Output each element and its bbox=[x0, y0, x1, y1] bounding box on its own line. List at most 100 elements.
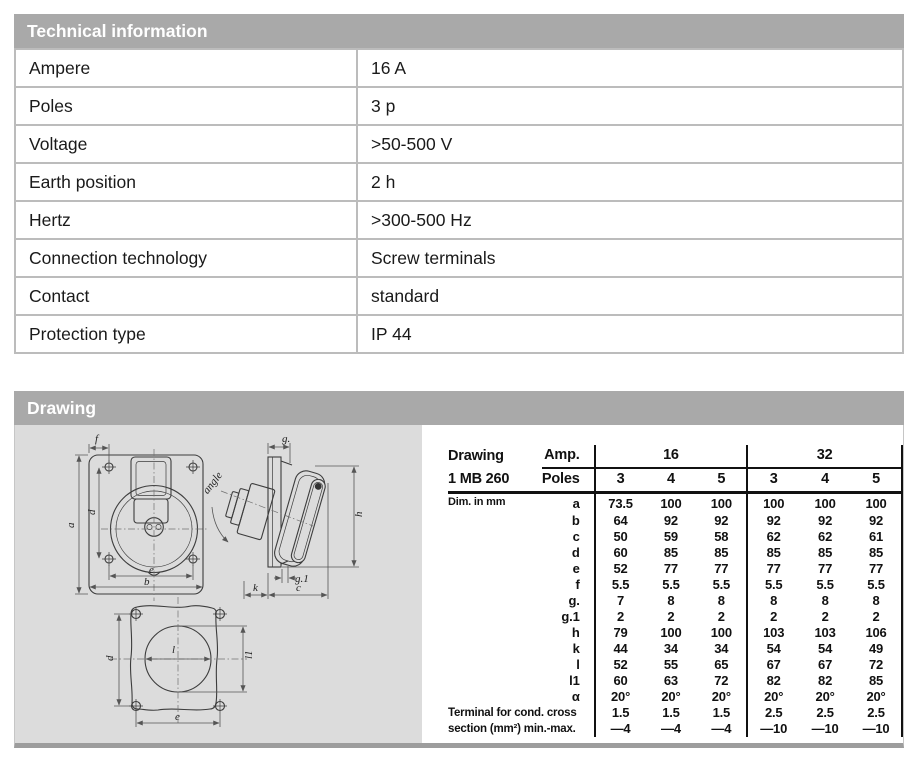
technical-information-title: Technical information bbox=[27, 20, 208, 41]
dim-label-l1: l1 bbox=[243, 650, 255, 659]
spec-row: Earth position 2 h bbox=[14, 162, 904, 202]
amp-label: Amp. bbox=[541, 445, 595, 469]
dim-corner-bottom: 1 MB 260 bbox=[448, 468, 542, 494]
dim-note: Dim. in mm bbox=[448, 496, 506, 508]
dim-row-f: f 5.5 5.5 5.5 5.5 5.5 5.5 bbox=[448, 577, 903, 593]
dim-letter: f bbox=[575, 577, 580, 593]
spec-label: Ampere bbox=[14, 48, 358, 88]
lid-face bbox=[133, 498, 169, 524]
technical-information-header: Technical information bbox=[14, 14, 904, 48]
dim-letter: g.1 bbox=[561, 609, 580, 625]
poles-col: 3 bbox=[593, 468, 646, 494]
spec-label: Earth position bbox=[14, 162, 358, 202]
drawing-title: Drawing bbox=[27, 397, 97, 418]
drawing-content: f a d e b bbox=[14, 425, 904, 748]
poles-col: 4 bbox=[799, 468, 852, 494]
spec-label: Hertz bbox=[14, 200, 358, 240]
dim-row-c: c 50 59 58 62 62 61 bbox=[448, 529, 903, 545]
dim-label-c: c bbox=[296, 582, 301, 594]
dim-label-d2: d bbox=[104, 655, 116, 661]
spec-label: Protection type bbox=[14, 314, 358, 354]
dim-header-row-amp: Drawing Amp. 16 32 bbox=[448, 445, 903, 469]
dim-row-g1: g.1 2 2 2 2 2 2 bbox=[448, 609, 903, 625]
dim-letter: l1 bbox=[569, 673, 580, 689]
spec-value: 2 h bbox=[356, 162, 904, 202]
tilted-body bbox=[274, 470, 326, 567]
cutout-holes bbox=[129, 607, 227, 713]
dim-label-g1: g.1 bbox=[295, 573, 309, 585]
technical-information-section: Technical information Ampere 16 A Poles … bbox=[14, 14, 904, 354]
dim-letter: k bbox=[572, 641, 580, 657]
dim-letter: a bbox=[572, 495, 580, 511]
spec-label: Voltage bbox=[14, 124, 358, 164]
spec-value: >50-500 V bbox=[356, 124, 904, 164]
dim-corner-top: Drawing bbox=[448, 447, 504, 464]
dim-row-h: h 79 100 100 103 103 106 bbox=[448, 625, 903, 641]
mounting-holes bbox=[102, 460, 200, 566]
dim-row-k: k 44 34 34 54 54 49 bbox=[448, 641, 903, 657]
spec-row: Poles 3 p bbox=[14, 86, 904, 126]
spec-row: Hertz >300-500 Hz bbox=[14, 200, 904, 240]
section-gap bbox=[14, 354, 904, 391]
hinge-pin bbox=[314, 482, 322, 490]
dim-label-a: a bbox=[65, 522, 77, 528]
amp-group-16: 16 bbox=[593, 445, 748, 469]
dim-row-g: g. 7 8 8 8 8 8 bbox=[448, 593, 903, 609]
angle-label: angle bbox=[201, 470, 226, 497]
dim-label-e2: e bbox=[175, 711, 180, 723]
terminal-label-2: section (mm²) min.-max. bbox=[448, 722, 576, 735]
dim-label-k: k bbox=[253, 582, 259, 594]
poles-col: 5 bbox=[696, 468, 748, 494]
spec-row: Ampere 16 A bbox=[14, 48, 904, 88]
spec-label: Poles bbox=[14, 86, 358, 126]
spec-value: IP 44 bbox=[356, 314, 904, 354]
terminal-row-1: Terminal for cond. cross 1.5 1.5 1.5 2.5… bbox=[448, 705, 903, 721]
poles-col: 3 bbox=[746, 468, 800, 494]
spec-value: 3 p bbox=[356, 86, 904, 126]
spec-value: standard bbox=[356, 276, 904, 316]
dim-label-g: g. bbox=[282, 433, 290, 445]
dim-header-row-poles: 1 MB 260 Poles 3 4 5 3 4 5 bbox=[448, 468, 903, 494]
spec-value: 16 A bbox=[356, 48, 904, 88]
spec-row: Connection technology Screw terminals bbox=[14, 238, 904, 278]
dimension-table: Drawing Amp. 16 32 1 MB 260 Poles 3 4 5 … bbox=[448, 445, 903, 737]
dim-label-e: e bbox=[149, 564, 154, 576]
dim-letter: h bbox=[571, 625, 580, 641]
mounting-plate bbox=[267, 456, 282, 568]
dim-letter: c bbox=[572, 529, 580, 545]
dim-letter: l bbox=[576, 657, 580, 673]
drawing-header: Drawing bbox=[14, 391, 904, 425]
spec-value: >300-500 Hz bbox=[356, 200, 904, 240]
spec-label: Connection technology bbox=[14, 238, 358, 278]
panel-cutout-outline bbox=[129, 605, 219, 711]
amp-group-32: 32 bbox=[746, 445, 903, 469]
dim-label-l: l bbox=[172, 644, 175, 656]
dimension-table-area: Drawing Amp. 16 32 1 MB 260 Poles 3 4 5 … bbox=[422, 425, 903, 743]
dim-label-b: b bbox=[144, 576, 150, 588]
dim-label-f: f bbox=[95, 433, 100, 445]
poles-col: 4 bbox=[645, 468, 697, 494]
drawing-canvas-area: f a d e b bbox=[15, 425, 422, 743]
terminal-label-1: Terminal for cond. cross bbox=[448, 706, 577, 719]
spec-row: Protection type IP 44 bbox=[14, 314, 904, 354]
dim-letter: d bbox=[571, 545, 580, 561]
dim-row-l1: l1 60 63 72 82 82 85 bbox=[448, 673, 903, 689]
spec-label: Contact bbox=[14, 276, 358, 316]
dim-row-l: l 52 55 65 67 67 72 bbox=[448, 657, 903, 673]
terminal-row-2: section (mm²) min.-max. —4 —4 —4 —10 —10… bbox=[448, 721, 903, 737]
poles-label: Poles bbox=[541, 468, 595, 494]
technical-drawing: f a d e b bbox=[65, 433, 365, 727]
dim-letter: b bbox=[571, 513, 580, 529]
dim-label-h: h bbox=[353, 511, 365, 517]
cutout-view: l d l1 e bbox=[104, 597, 255, 727]
spec-row: Voltage >50-500 V bbox=[14, 124, 904, 164]
dim-row-e: e 52 77 77 77 77 77 bbox=[448, 561, 903, 577]
spec-row: Contact standard bbox=[14, 276, 904, 316]
spec-value: Screw terminals bbox=[356, 238, 904, 278]
dim-letter: α bbox=[571, 689, 580, 705]
dim-letter: g. bbox=[568, 593, 580, 609]
dim-row-d: d 60 85 85 85 85 85 bbox=[448, 545, 903, 561]
drawing-section: Drawing bbox=[14, 391, 904, 748]
dim-row-alpha: α 20° 20° 20° 20° 20° 20° bbox=[448, 689, 903, 705]
